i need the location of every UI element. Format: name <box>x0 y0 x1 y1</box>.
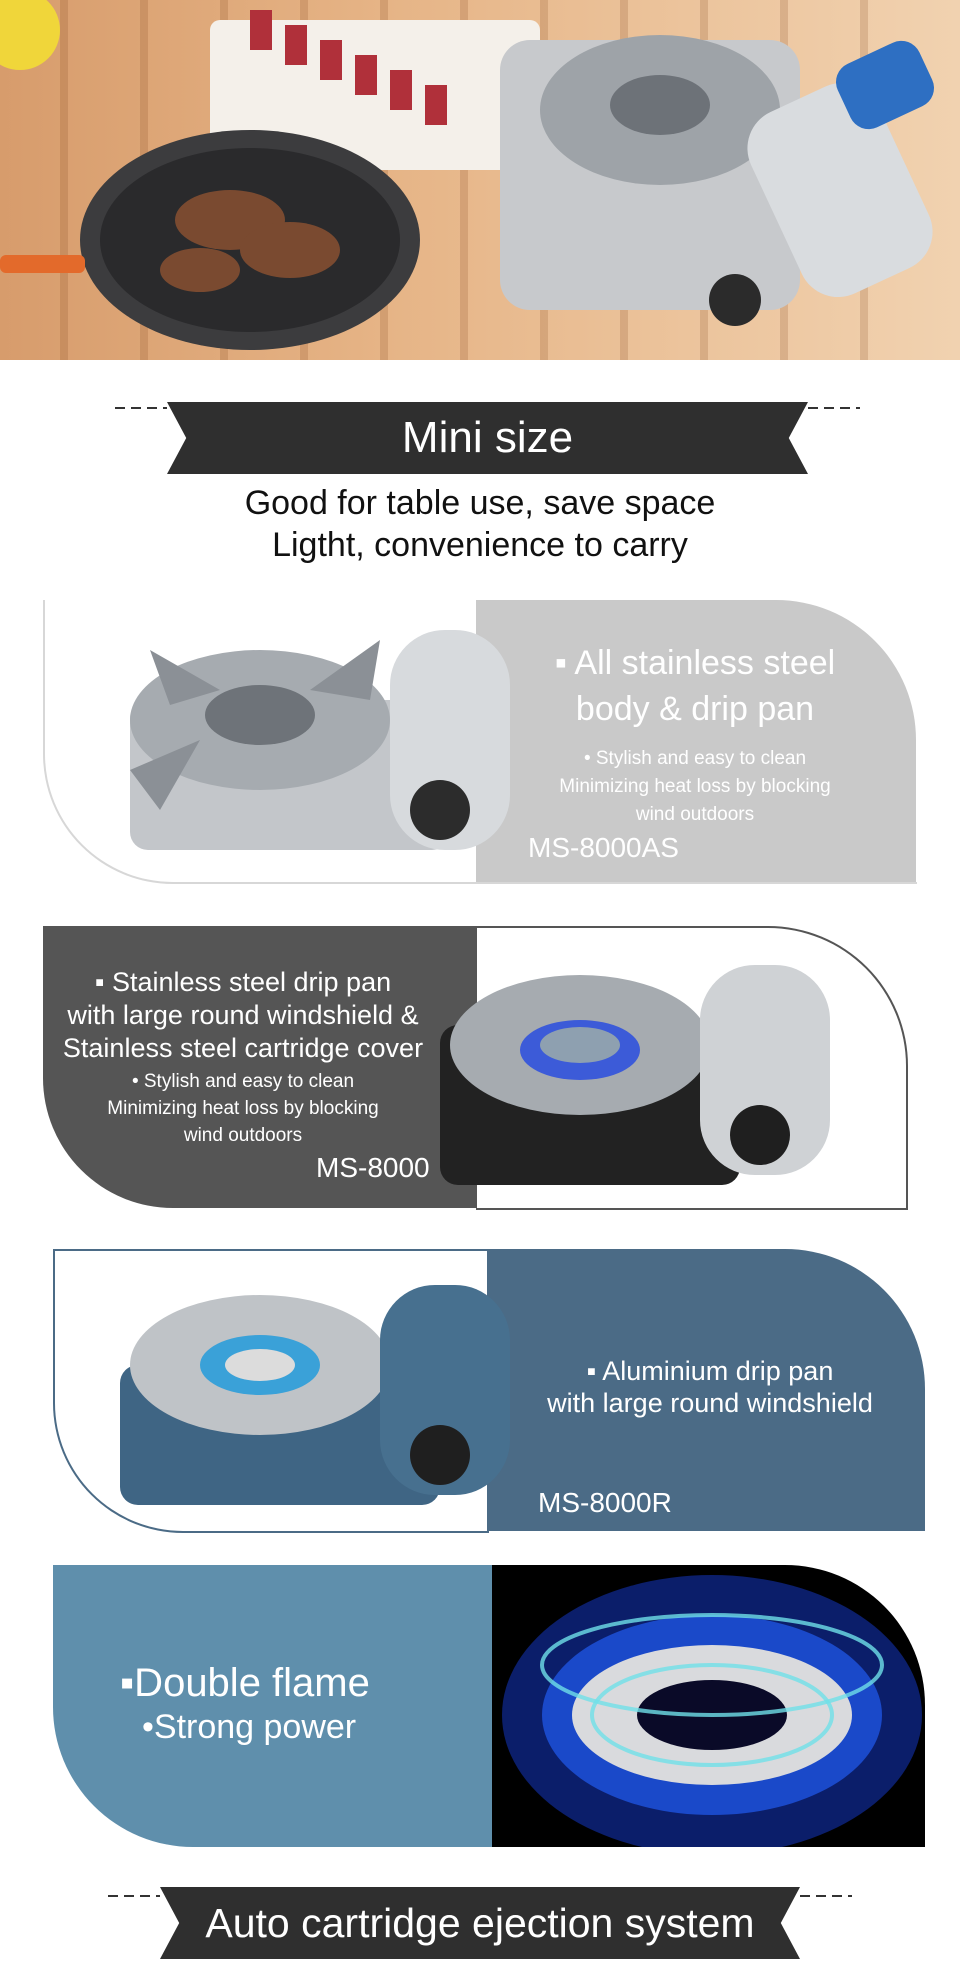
sub-line: wind outdoors <box>635 804 755 825</box>
banner-title: Mini size <box>401 413 574 462</box>
product-panel-ms8000as <box>476 600 916 882</box>
sub-line: wind outdoors <box>183 1125 303 1146</box>
flame-panel <box>53 1565 493 1847</box>
stove-photo-ms8000as <box>130 630 510 850</box>
product-sub-ms8000: • Stylish and easy to clean Minimizing h… <box>53 1068 433 1149</box>
product-panel-ms8000r <box>487 1249 925 1531</box>
sub-line: • Stylish and easy to clean <box>583 748 807 769</box>
flame-line1: ▪Double flame <box>120 1661 370 1705</box>
product-card-ms8000 <box>476 926 908 1210</box>
product-card-ms8000as <box>43 600 917 884</box>
heading-line: with large round windshield & <box>67 1000 419 1030</box>
stove-photo-ms8000 <box>440 965 830 1185</box>
banner-title: Auto cartridge ejection system <box>205 1899 755 1946</box>
heading-line: ▪ Aluminium drip pan <box>586 1356 834 1386</box>
heading-line: ▪ Stainless steel drip pan <box>94 967 392 997</box>
dashed-line <box>108 1895 160 1897</box>
sub-line: Minimizing heat loss by blocking <box>107 1098 379 1119</box>
flame-illustration <box>502 1575 922 1847</box>
heading-line: ▪ All stainless steel <box>554 644 836 682</box>
product-heading-ms8000: ▪ Stainless steel drip pan with large ro… <box>53 966 433 1065</box>
dashed-line <box>800 1895 852 1897</box>
heading-line: body & drip pan <box>575 690 815 728</box>
product-heading-ms8000as: ▪ All stainless steel body & drip pan <box>520 640 870 732</box>
product-panel-ms8000 <box>43 926 477 1208</box>
stove-photo-ms8000r <box>120 1285 510 1505</box>
sub-line: Minimizing heat loss by blocking <box>559 776 831 797</box>
mini-size-line2: Ligtht, convenience to carry <box>272 526 688 564</box>
product-sub-ms8000as: • Stylish and easy to clean Minimizing h… <box>520 745 870 829</box>
mini-size-line1: Good for table use, save space <box>244 484 716 522</box>
dashed-line <box>115 407 167 409</box>
heading-line: with large round windshield <box>547 1388 873 1418</box>
model-label: MS-8000 <box>316 1152 430 1183</box>
dashed-line <box>808 407 860 409</box>
flame-line2: •Strong power <box>142 1708 357 1746</box>
product-card-ms8000r <box>53 1249 489 1533</box>
hero-photo <box>0 0 960 360</box>
sub-line: • Stylish and easy to clean <box>131 1071 355 1092</box>
model-label: MS-8000R <box>538 1487 672 1518</box>
auto-ejection-banner: Auto cartridge ejection system <box>160 1887 800 1959</box>
heading-line: Stainless steel cartridge cover <box>62 1033 424 1063</box>
mini-size-banner: Mini size <box>167 402 808 474</box>
model-label: MS-8000AS <box>528 832 679 863</box>
product-heading-ms8000r: ▪ Aluminium drip pan with large round wi… <box>530 1355 890 1419</box>
hero-illustration <box>0 0 934 350</box>
flame-photo <box>492 1565 925 1847</box>
